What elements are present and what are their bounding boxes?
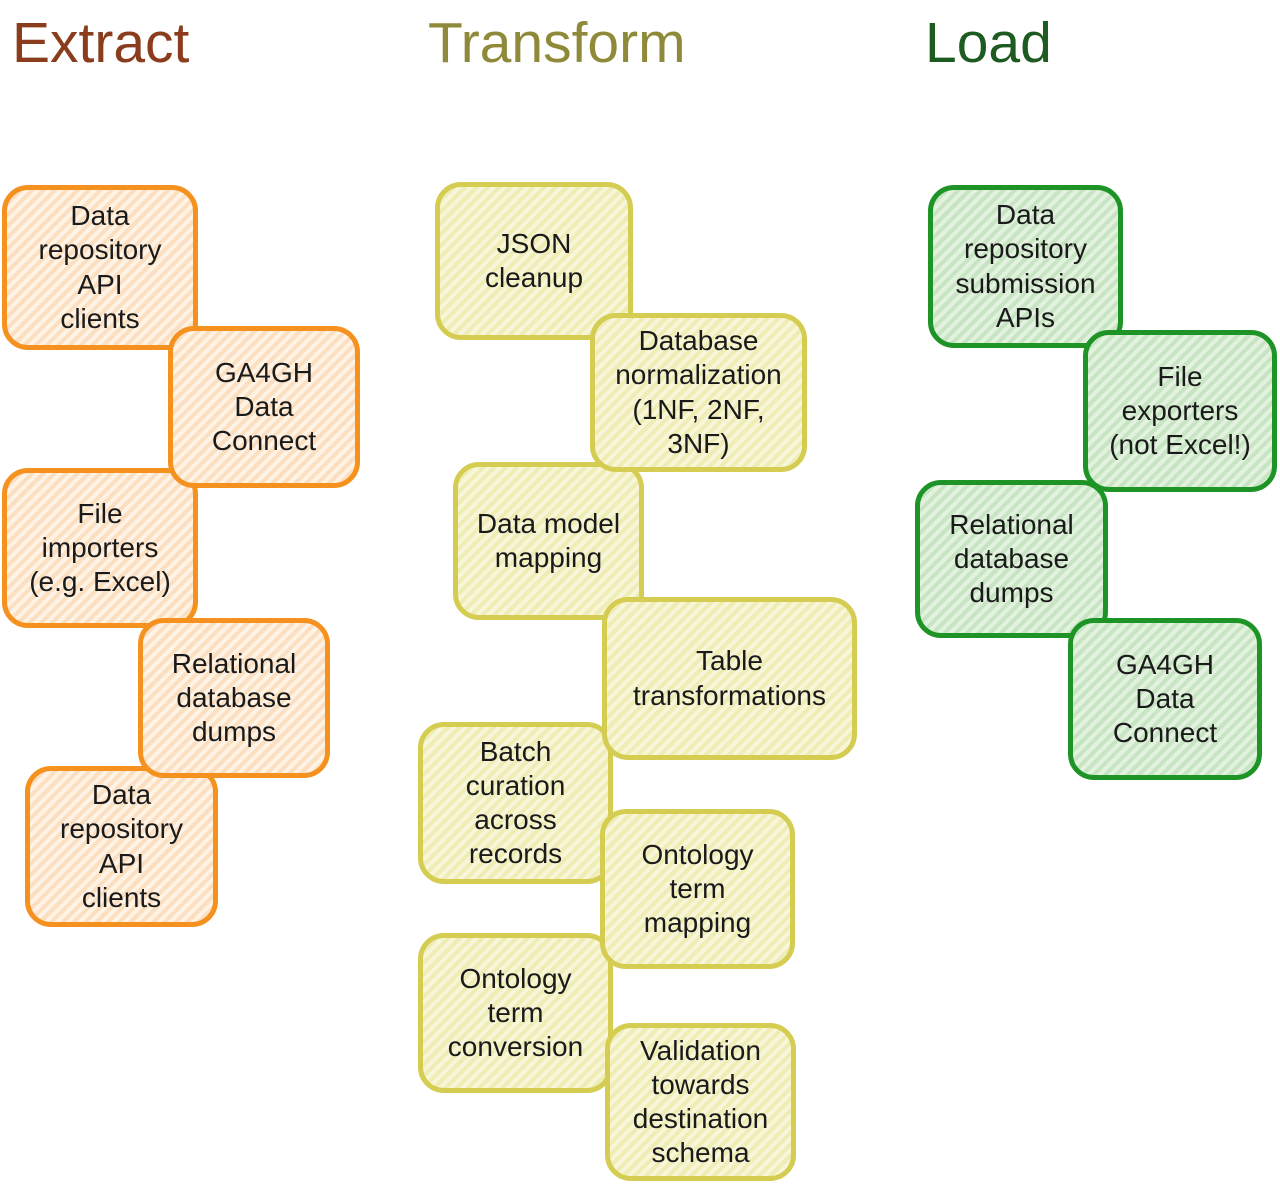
transform-node-validation-towards-destination-schema: Validation towards destination schema: [605, 1023, 796, 1181]
transform-node-ontology-term-conversion: Ontology term conversion: [418, 933, 613, 1093]
load-node-data-repository-submission-apis: Data repository submission APIs: [928, 185, 1123, 348]
transform-node-batch-curation-across-records: Batch curation across records: [418, 722, 613, 884]
load-node-ga4gh-data-connect: GA4GH Data Connect: [1068, 618, 1262, 780]
column-title-load: Load: [925, 11, 1052, 75]
transform-node-data-model-mapping: Data model mapping: [453, 462, 644, 620]
column-title-transform: Transform: [428, 11, 686, 75]
transform-node-database-normalization: Database normalization (1NF, 2NF, 3NF): [590, 313, 807, 472]
load-node-file-exporters: File exporters (not Excel!): [1083, 330, 1277, 492]
extract-node-data-repository-api-clients-1: Data repository API clients: [2, 185, 198, 350]
transform-node-ontology-term-mapping: Ontology term mapping: [600, 809, 795, 969]
extract-node-data-repository-api-clients-2: Data repository API clients: [25, 766, 218, 927]
transform-node-json-cleanup: JSON cleanup: [435, 182, 633, 340]
extract-node-ga4gh-data-connect: GA4GH Data Connect: [168, 326, 360, 488]
extract-node-file-importers: File importers (e.g. Excel): [2, 468, 198, 628]
column-title-extract: Extract: [12, 11, 190, 75]
load-node-relational-database-dumps: Relational database dumps: [915, 480, 1108, 638]
transform-node-table-transformations: Table transformations: [602, 597, 857, 760]
extract-node-relational-database-dumps: Relational database dumps: [138, 618, 330, 778]
